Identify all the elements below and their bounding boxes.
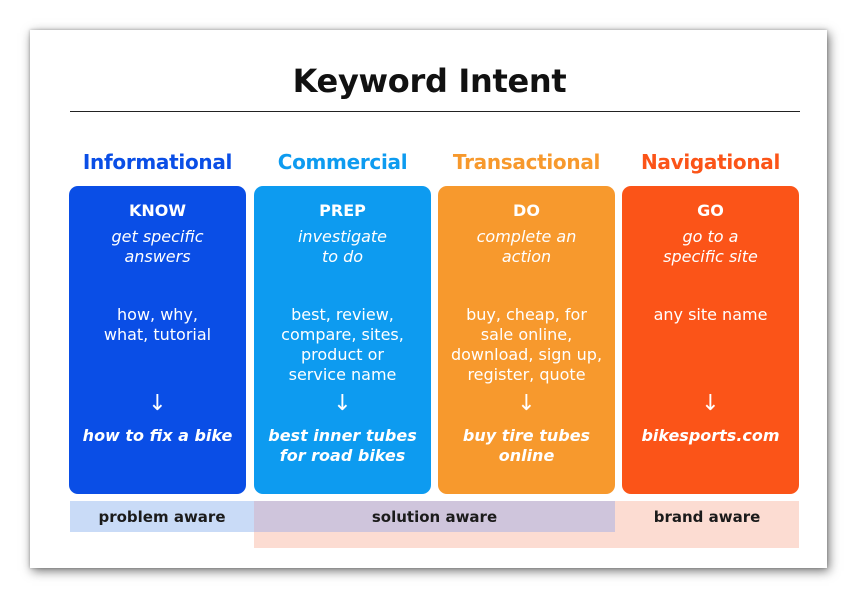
description-line: go to a — [682, 227, 739, 246]
example-line: compare, sites, — [281, 325, 404, 344]
keyword-line: bikesports.com — [641, 426, 780, 445]
intent-examples: how, why, what, tutorial — [69, 305, 246, 345]
intent-description: go to a specific site — [622, 227, 799, 267]
keyword-line: best inner tubes — [268, 426, 417, 445]
keyword-line: for road bikes — [279, 446, 406, 465]
intent-description: complete an action — [438, 227, 615, 267]
example-line: register, quote — [467, 365, 586, 384]
brand-aware-band-extension — [254, 532, 799, 548]
page-title: Keyword Intent — [292, 62, 567, 100]
keyword-line: online — [498, 446, 555, 465]
arrow-down-icon: ↓ — [701, 391, 720, 416]
intent-box: KNOW get specific answers how, why, what… — [69, 186, 246, 494]
problem-aware-band: problem aware — [70, 501, 254, 532]
arrow-down-icon: ↓ — [148, 391, 167, 416]
arrow-down-icon: ↓ — [333, 391, 352, 416]
example-line: service name — [288, 365, 397, 384]
intent-description: investigate to do — [254, 227, 431, 267]
intent-box: DO complete an action buy, cheap, for sa… — [438, 186, 615, 494]
intent-examples: best, review, compare, sites, product or… — [254, 305, 431, 385]
example-line: how, why, — [117, 305, 198, 324]
example-line: any site name — [653, 305, 768, 324]
description-line: to do — [321, 247, 364, 266]
example-keyword: how to fix a bike — [69, 426, 246, 446]
intent-description: get specific answers — [69, 227, 246, 267]
intent-box: GO go to a specific site any site name ↓… — [622, 186, 799, 494]
example-line: sale online, — [480, 325, 573, 344]
example-line: what, tutorial — [103, 325, 212, 344]
description-line: investigate — [297, 227, 388, 246]
intent-examples: any site name — [622, 305, 799, 325]
column-heading: Transactional — [452, 150, 601, 174]
example-line: download, sign up, — [450, 345, 603, 364]
title-divider — [70, 111, 800, 112]
column-heading: Commercial — [277, 150, 408, 174]
description-line: action — [501, 247, 552, 266]
example-keyword: buy tire tubes online — [438, 426, 615, 466]
description-line: get specific — [111, 227, 204, 246]
description-line: answers — [124, 247, 191, 266]
intent-verb: DO — [513, 201, 540, 220]
intent-examples: buy, cheap, for sale online, download, s… — [438, 305, 615, 385]
intent-verb: PREP — [319, 201, 366, 220]
example-keyword: bikesports.com — [622, 426, 799, 446]
example-line: product or — [301, 345, 384, 364]
brand-aware-band: brand aware — [615, 501, 799, 532]
column-heading: Informational — [82, 150, 233, 174]
intent-box: PREP investigate to do best, review, com… — [254, 186, 431, 494]
example-keyword: best inner tubes for road bikes — [254, 426, 431, 466]
description-line: specific site — [663, 247, 758, 266]
description-line: complete an — [476, 227, 577, 246]
solution-aware-band: solution aware — [254, 501, 615, 532]
example-line: best, review, — [291, 305, 394, 324]
keyword-line: how to fix a bike — [82, 426, 233, 445]
keyword-line: buy tire tubes — [462, 426, 591, 445]
column-heading: Navigational — [640, 150, 781, 174]
arrow-down-icon: ↓ — [517, 391, 536, 416]
intent-verb: KNOW — [128, 201, 187, 220]
intent-verb: GO — [697, 201, 724, 220]
example-line: buy, cheap, for — [466, 305, 587, 324]
